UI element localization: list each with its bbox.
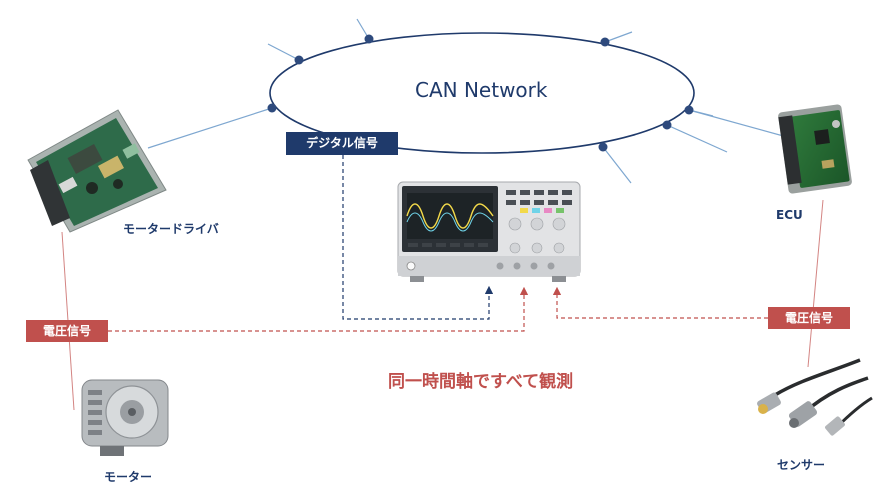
oscilloscope-image bbox=[397, 181, 581, 282]
observe-all-headline: 同一時間軸ですべて観測 bbox=[388, 372, 574, 392]
motor-image bbox=[81, 379, 169, 456]
voltage-signal-left-dashed-line bbox=[108, 286, 529, 332]
voltage-signal-right-dashed-line bbox=[552, 286, 768, 319]
motor-driver-board-image bbox=[27, 109, 167, 233]
sensor-label: センサー bbox=[777, 458, 826, 472]
motor-label: モーター bbox=[104, 470, 153, 484]
digital-signal-dashed-line bbox=[342, 155, 494, 320]
digital-signal-tag: デジタル信号 bbox=[286, 132, 398, 155]
voltage-signal-tag-left: 電圧信号 bbox=[26, 320, 108, 342]
motor-driver-label: モータードライバ bbox=[123, 222, 219, 236]
ecu-sensor-link-line bbox=[807, 199, 824, 368]
can-bus-ring bbox=[269, 32, 695, 154]
ecu-board-image bbox=[778, 104, 852, 194]
network-title: CAN Network bbox=[415, 78, 548, 102]
can-nodes bbox=[267, 34, 694, 152]
voltage-signal-tag-right: 電圧信号 bbox=[768, 307, 850, 329]
ecu-label: ECU bbox=[776, 208, 803, 222]
sensor-image bbox=[757, 358, 873, 436]
